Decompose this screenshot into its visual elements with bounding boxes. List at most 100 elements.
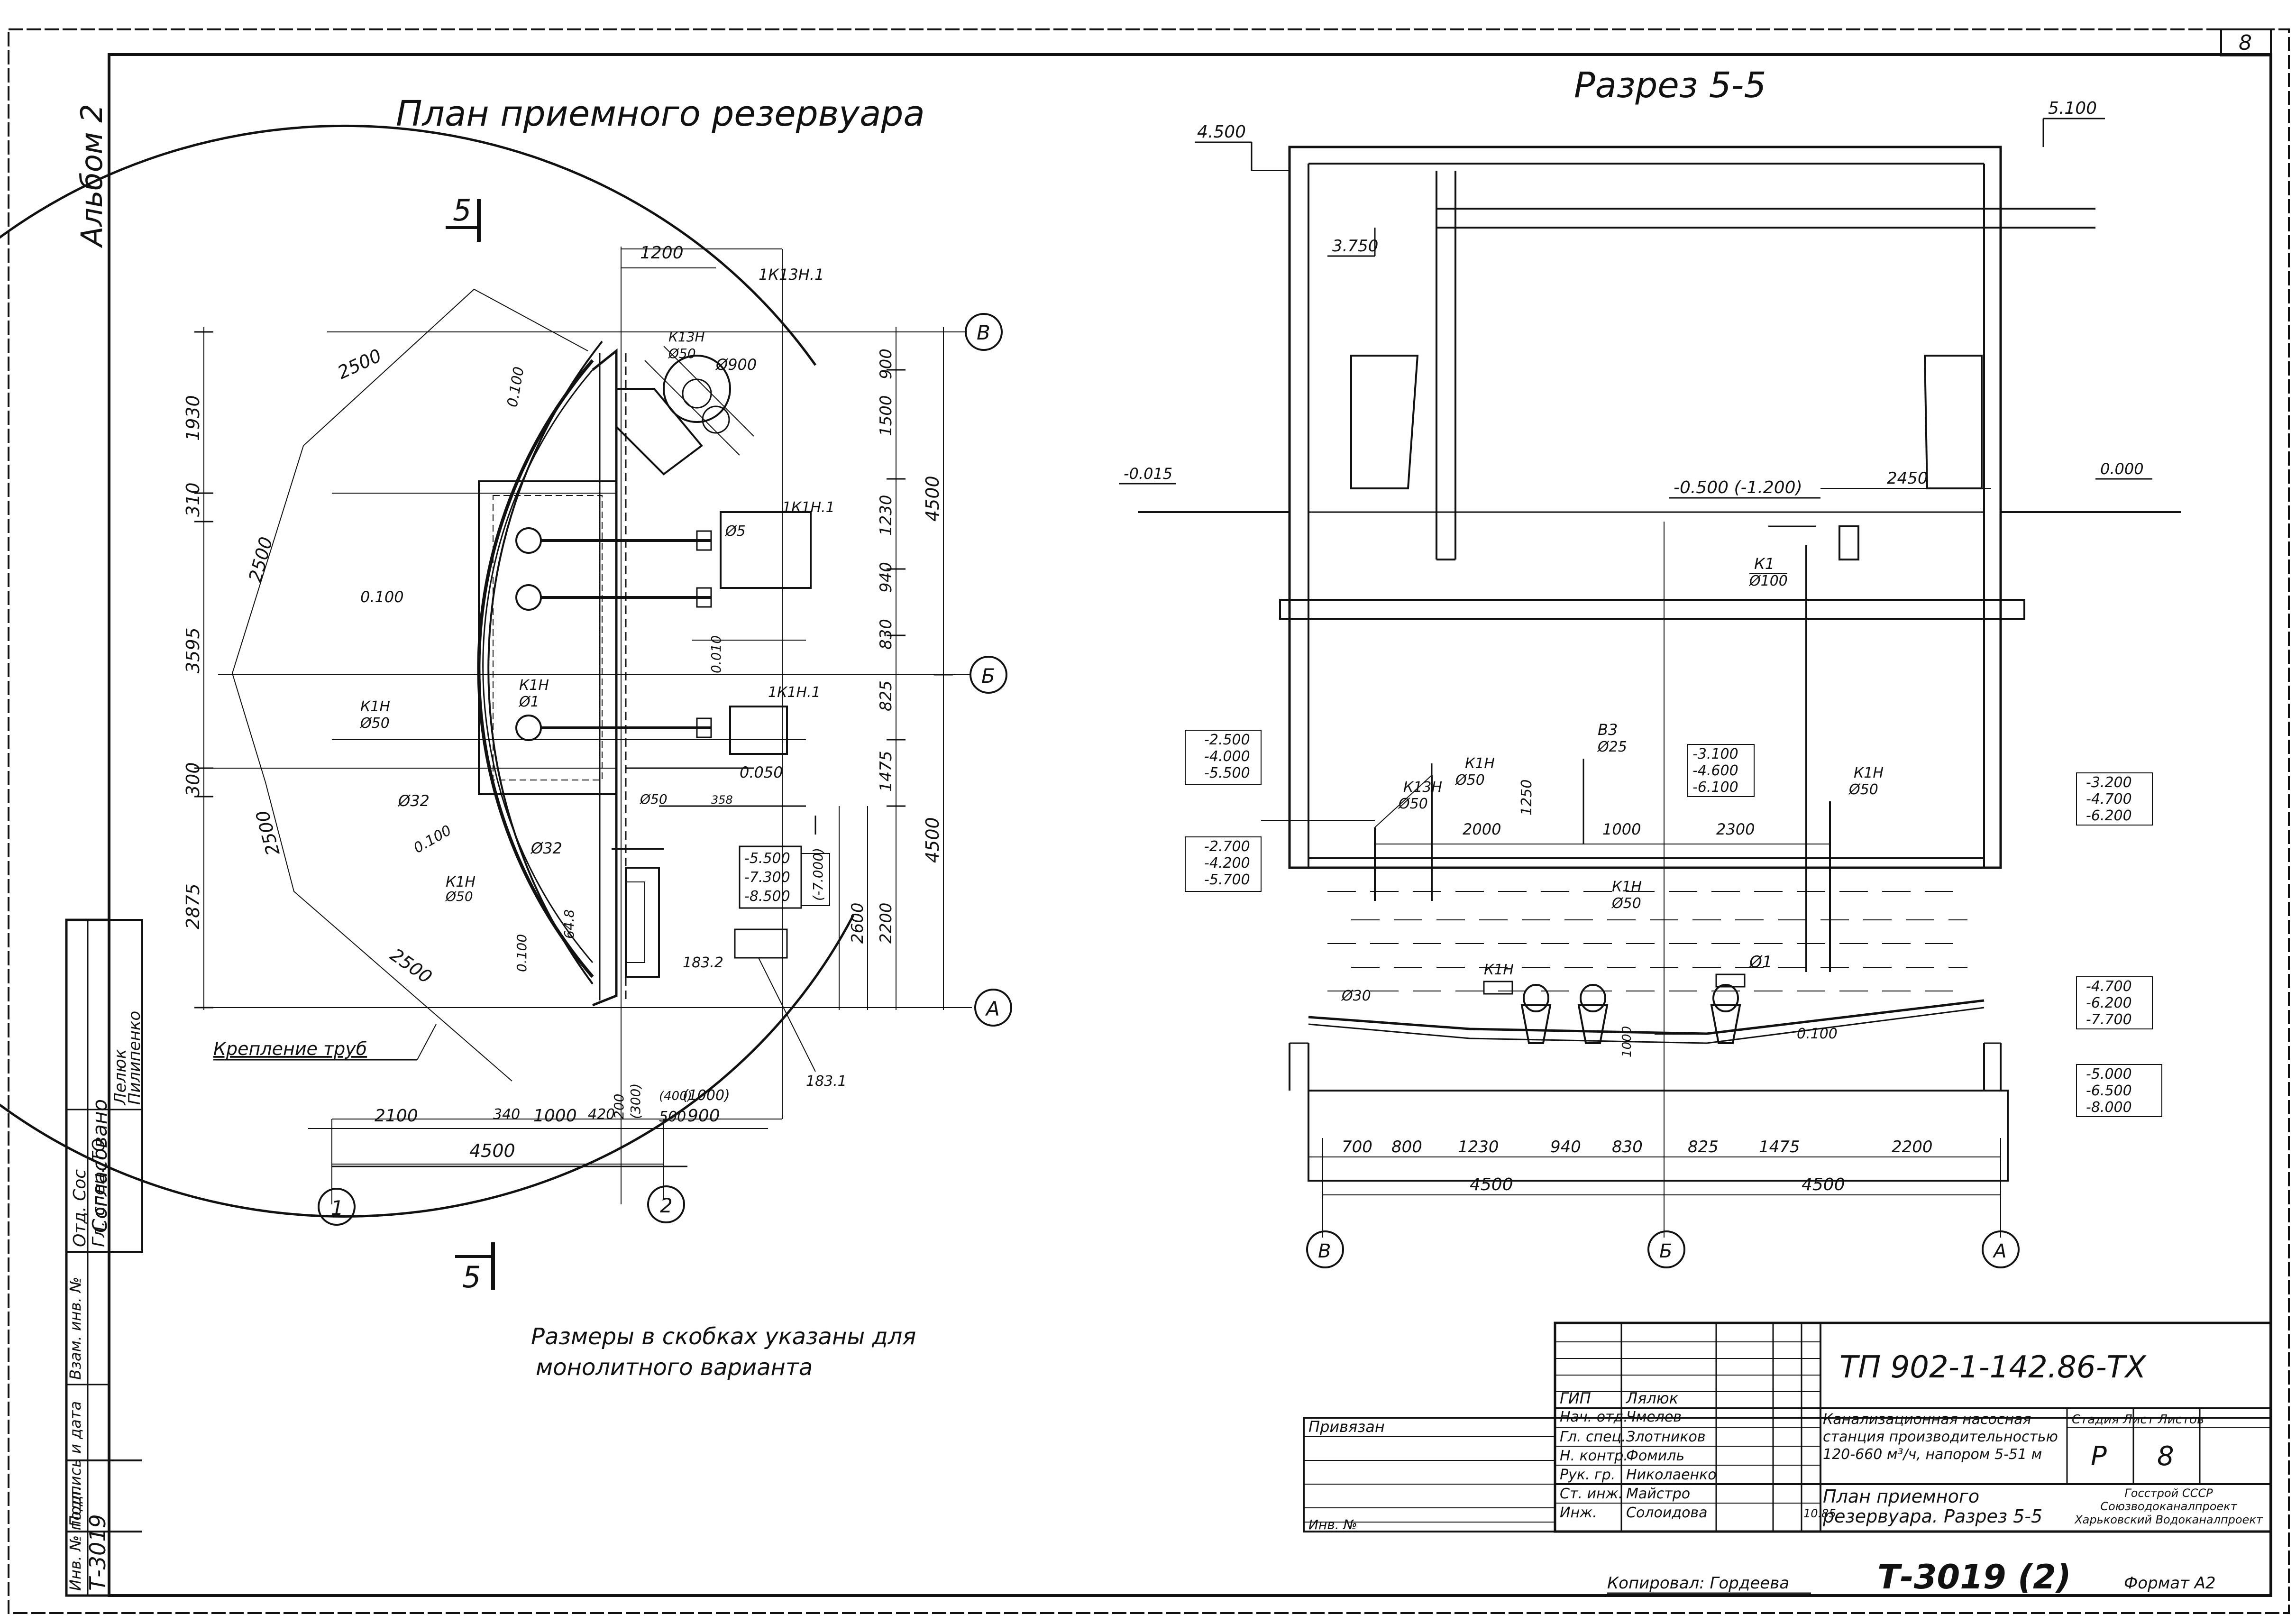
- agreed-row-1: Отд. Сос: [70, 1169, 90, 1247]
- svg-text:Ø32: Ø32: [530, 839, 562, 857]
- svg-text:300: 300: [183, 762, 203, 797]
- svg-text:1000: 1000: [533, 1106, 577, 1126]
- doc-code: ТП 902-1-142.86-ТХ: [1839, 1350, 2147, 1385]
- svg-text:800: 800: [1391, 1138, 1422, 1156]
- archive-number: Т-3019 (2): [1877, 1558, 2071, 1596]
- plan-axis-lines: [199, 247, 972, 1204]
- svg-text:183.2: 183.2: [683, 954, 723, 971]
- svg-text:-8.000: -8.000: [2086, 1099, 2132, 1116]
- svg-text:Ø50: Ø50: [1611, 895, 1641, 912]
- svg-text:825: 825: [1688, 1138, 1719, 1156]
- svg-text:В: В: [1318, 1240, 1331, 1262]
- svg-text:10.85: 10.85: [1803, 1507, 1836, 1520]
- svg-text:900: 900: [687, 1106, 720, 1126]
- radius-label-4: 2500: [386, 944, 436, 988]
- sheet-title: План приемного резервуара. Разрез 5-5: [1823, 1486, 2043, 1527]
- svg-text:4500: 4500: [922, 817, 943, 863]
- svg-text:64.8: 64.8: [561, 909, 577, 939]
- agreed-row-2: Гл. спец. ТО: [89, 1138, 109, 1247]
- svg-text:1000: 1000: [1602, 820, 1641, 838]
- svg-text:Гл. спец.: Гл. спец.: [1560, 1429, 1626, 1445]
- svg-text:Н. контр.: Н. контр.: [1560, 1448, 1628, 1464]
- svg-text:4500: 4500: [1802, 1175, 1845, 1194]
- svg-text:1250: 1250: [1518, 780, 1535, 816]
- svg-text:2100: 2100: [375, 1106, 418, 1126]
- title-block: Привязан Инв. № ТП 902-1-142.86-ТХ ГИП Н…: [1303, 1321, 2272, 1533]
- svg-text:420: 420: [588, 1106, 615, 1123]
- svg-text:2: 2: [660, 1194, 673, 1217]
- svg-text:4500: 4500: [1470, 1175, 1513, 1194]
- svg-text:3.750: 3.750: [1332, 237, 1378, 256]
- svg-text:-0.015: -0.015: [1124, 465, 1172, 483]
- plan-top-dim: 1200: [621, 243, 716, 268]
- svg-text:А: А: [985, 997, 1000, 1020]
- svg-text:-4.200: -4.200: [1204, 855, 1250, 872]
- svg-text:-5.700: -5.700: [1204, 872, 1250, 888]
- svg-text:-2.700: -2.700: [1204, 838, 1250, 855]
- svg-text:1230: 1230: [1458, 1138, 1499, 1156]
- section-structure: [1138, 146, 2181, 1238]
- svg-text:Злотников: Злотников: [1626, 1429, 1706, 1445]
- sheet-number: 8: [2239, 31, 2252, 55]
- svg-text:Ø50: Ø50: [445, 889, 473, 904]
- left-stamp-strip: Согласовано Отд. Сос Гл. спец. ТО Лелюк …: [65, 918, 144, 1597]
- svg-text:Ø25: Ø25: [1597, 739, 1627, 755]
- svg-text:2450: 2450: [1887, 469, 1928, 488]
- svg-text:700: 700: [1342, 1138, 1372, 1156]
- svg-text:Ø900: Ø900: [715, 356, 757, 374]
- svg-text:3595: 3595: [183, 627, 203, 673]
- svg-text:К1Н: К1Н: [1612, 879, 1642, 895]
- svg-text:Ст. инж.: Ст. инж.: [1560, 1486, 1623, 1502]
- svg-text:940: 940: [1550, 1138, 1581, 1156]
- svg-text:4500: 4500: [922, 476, 943, 522]
- radius-label-2: 2500: [245, 535, 277, 585]
- outer-frame: [8, 28, 2290, 1614]
- svg-text:-2.500: -2.500: [1204, 732, 1250, 748]
- svg-text:2200: 2200: [877, 902, 896, 944]
- svg-text:0.100: 0.100: [1797, 1026, 1838, 1042]
- svg-text:940: 940: [877, 562, 896, 593]
- svg-text:1К1Н.1: 1К1Н.1: [768, 684, 821, 701]
- svg-text:Рук. гр.: Рук. гр.: [1560, 1467, 1615, 1483]
- svg-text:Фомиль: Фомиль: [1626, 1448, 1684, 1464]
- svg-text:2200: 2200: [1892, 1138, 1933, 1156]
- svg-text:825: 825: [877, 680, 896, 711]
- svg-text:Ø50: Ø50: [1454, 772, 1485, 789]
- svg-text:Нач. отд.: Нач. отд.: [1560, 1409, 1628, 1425]
- pump-chambers: [478, 480, 816, 978]
- svg-text:В3: В3: [1598, 721, 1618, 739]
- plan-title: План приемного резервуара: [396, 93, 925, 134]
- svg-text:Б: Б: [1659, 1240, 1672, 1262]
- plan-right-dims: 4500 4500 900 1500 1230 940 830 825 1475…: [839, 327, 953, 1010]
- svg-text:Ø50: Ø50: [640, 791, 668, 807]
- svg-text:-4.000: -4.000: [1204, 748, 1250, 765]
- svg-text:830: 830: [877, 619, 896, 650]
- svg-text:1К13Н.1: 1К13Н.1: [759, 266, 824, 284]
- svg-text:0.100: 0.100: [411, 822, 455, 857]
- section-mark-bottom: 5: [455, 1242, 495, 1294]
- inv-original-value: Т-3019: [85, 1514, 110, 1591]
- svg-text:-8.500: -8.500: [744, 888, 790, 905]
- svg-text:(1000): (1000): [683, 1087, 730, 1104]
- svg-text:Инж.: Инж.: [1560, 1505, 1597, 1521]
- plan-axis-markers: В Б А 1 2: [318, 313, 1012, 1226]
- svg-text:5: 5: [462, 1260, 481, 1294]
- section-labels: К1 Ø100 В3 Ø25 К13Н Ø50 К1Н Ø50 К1Н Ø50 …: [1341, 555, 1884, 1057]
- svg-text:Ø50: Ø50: [1398, 796, 1428, 812]
- svg-text:Ø30: Ø30: [1341, 988, 1371, 1004]
- svg-text:5.100: 5.100: [2048, 99, 2097, 118]
- svg-text:В: В: [977, 321, 990, 344]
- svg-text:0.100: 0.100: [514, 934, 530, 972]
- agreed-name-2: Пилипенко: [125, 1011, 144, 1105]
- svg-text:2600: 2600: [848, 902, 867, 944]
- svg-text:Ø1: Ø1: [518, 694, 540, 710]
- svg-text:-4.700: -4.700: [2086, 978, 2132, 995]
- inner-frame: [108, 53, 2272, 1597]
- svg-text:1К1Н.1: 1К1Н.1: [782, 499, 835, 516]
- copied-by: Копировал: Гордеева: [1607, 1574, 1789, 1593]
- svg-text:ГИП: ГИП: [1560, 1389, 1591, 1407]
- inv-replaced-label: Взам. инв. №: [66, 1277, 84, 1380]
- radius-label-1: 2500: [334, 345, 384, 383]
- sheet-number-box: [2220, 28, 2272, 56]
